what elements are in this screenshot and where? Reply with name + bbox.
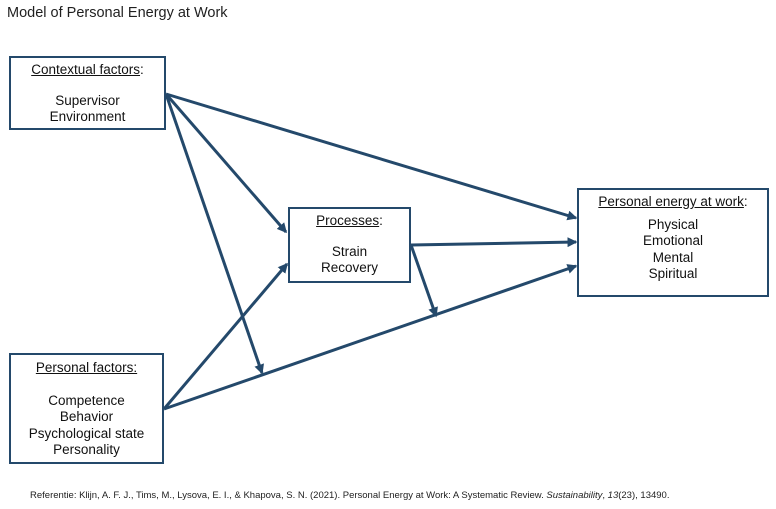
processes-heading-line: Processes: (290, 213, 409, 230)
contextual-factors-box: Contextual factors: Supervisor Environme… (9, 56, 166, 130)
arrow-processes-to-personal-path (409, 244, 438, 318)
arrow-contextual-to-processes (164, 93, 288, 234)
contextual-factor-item: Supervisor (55, 92, 120, 108)
energy-item: Mental (652, 249, 694, 265)
reference-suffix: (23), 13490. (618, 490, 670, 501)
arrow-processes-to-energy (410, 237, 578, 248)
personal-energy-heading-line: Personal energy at work: (579, 194, 767, 211)
arrow-contextual-to-energy (165, 92, 578, 221)
personal-factor-item: Psychological state (28, 425, 145, 441)
personal-factors-heading: Personal factors: (35, 360, 138, 375)
processes-colon: : (379, 213, 383, 228)
personal-energy-heading: Personal energy at work (598, 194, 744, 209)
personal-factors-box: Personal factors: Competence Behavior Ps… (9, 353, 164, 464)
processes-box: Processes: Strain Recovery (288, 207, 411, 283)
personal-factor-item: Competence (48, 392, 125, 408)
arrow-personal-to-energy (163, 264, 578, 411)
arrow-personal-to-processes (162, 262, 289, 410)
contextual-factor-item: Environment (49, 109, 126, 124)
personal-energy-box: Personal energy at work: Physical Emotio… (577, 188, 769, 297)
reference-journal: Sustainability (546, 490, 603, 501)
processes-heading: Processes (316, 213, 380, 228)
process-item: Strain (331, 243, 368, 259)
page-title: Model of Personal Energy at Work (7, 5, 228, 21)
reference-prefix: Referentie: Klijn, A. F. J., Tims, M., L… (30, 490, 547, 501)
reference-volume: 13 (607, 490, 619, 501)
personal-energy-colon: : (743, 194, 748, 209)
energy-item: Physical (647, 216, 699, 232)
arrow-contextual-to-personal-path (164, 93, 264, 375)
contextual-factors-heading-line: Contextual factors: (11, 62, 164, 79)
energy-item: Emotional (642, 233, 704, 248)
personal-factor-item: Personality (53, 442, 120, 457)
reference-citation: Referentie: Klijn, A. F. J., Tims, M., L… (30, 490, 669, 501)
contextual-factors-heading: Contextual factors (31, 62, 141, 77)
personal-factors-heading-line: Personal factors: (11, 360, 162, 377)
process-item: Recovery (320, 260, 379, 275)
personal-factor-item: Behavior (59, 409, 114, 424)
contextual-factors-colon: : (140, 62, 144, 77)
energy-item: Spiritual (648, 266, 698, 281)
reference-mid: , (602, 490, 608, 501)
